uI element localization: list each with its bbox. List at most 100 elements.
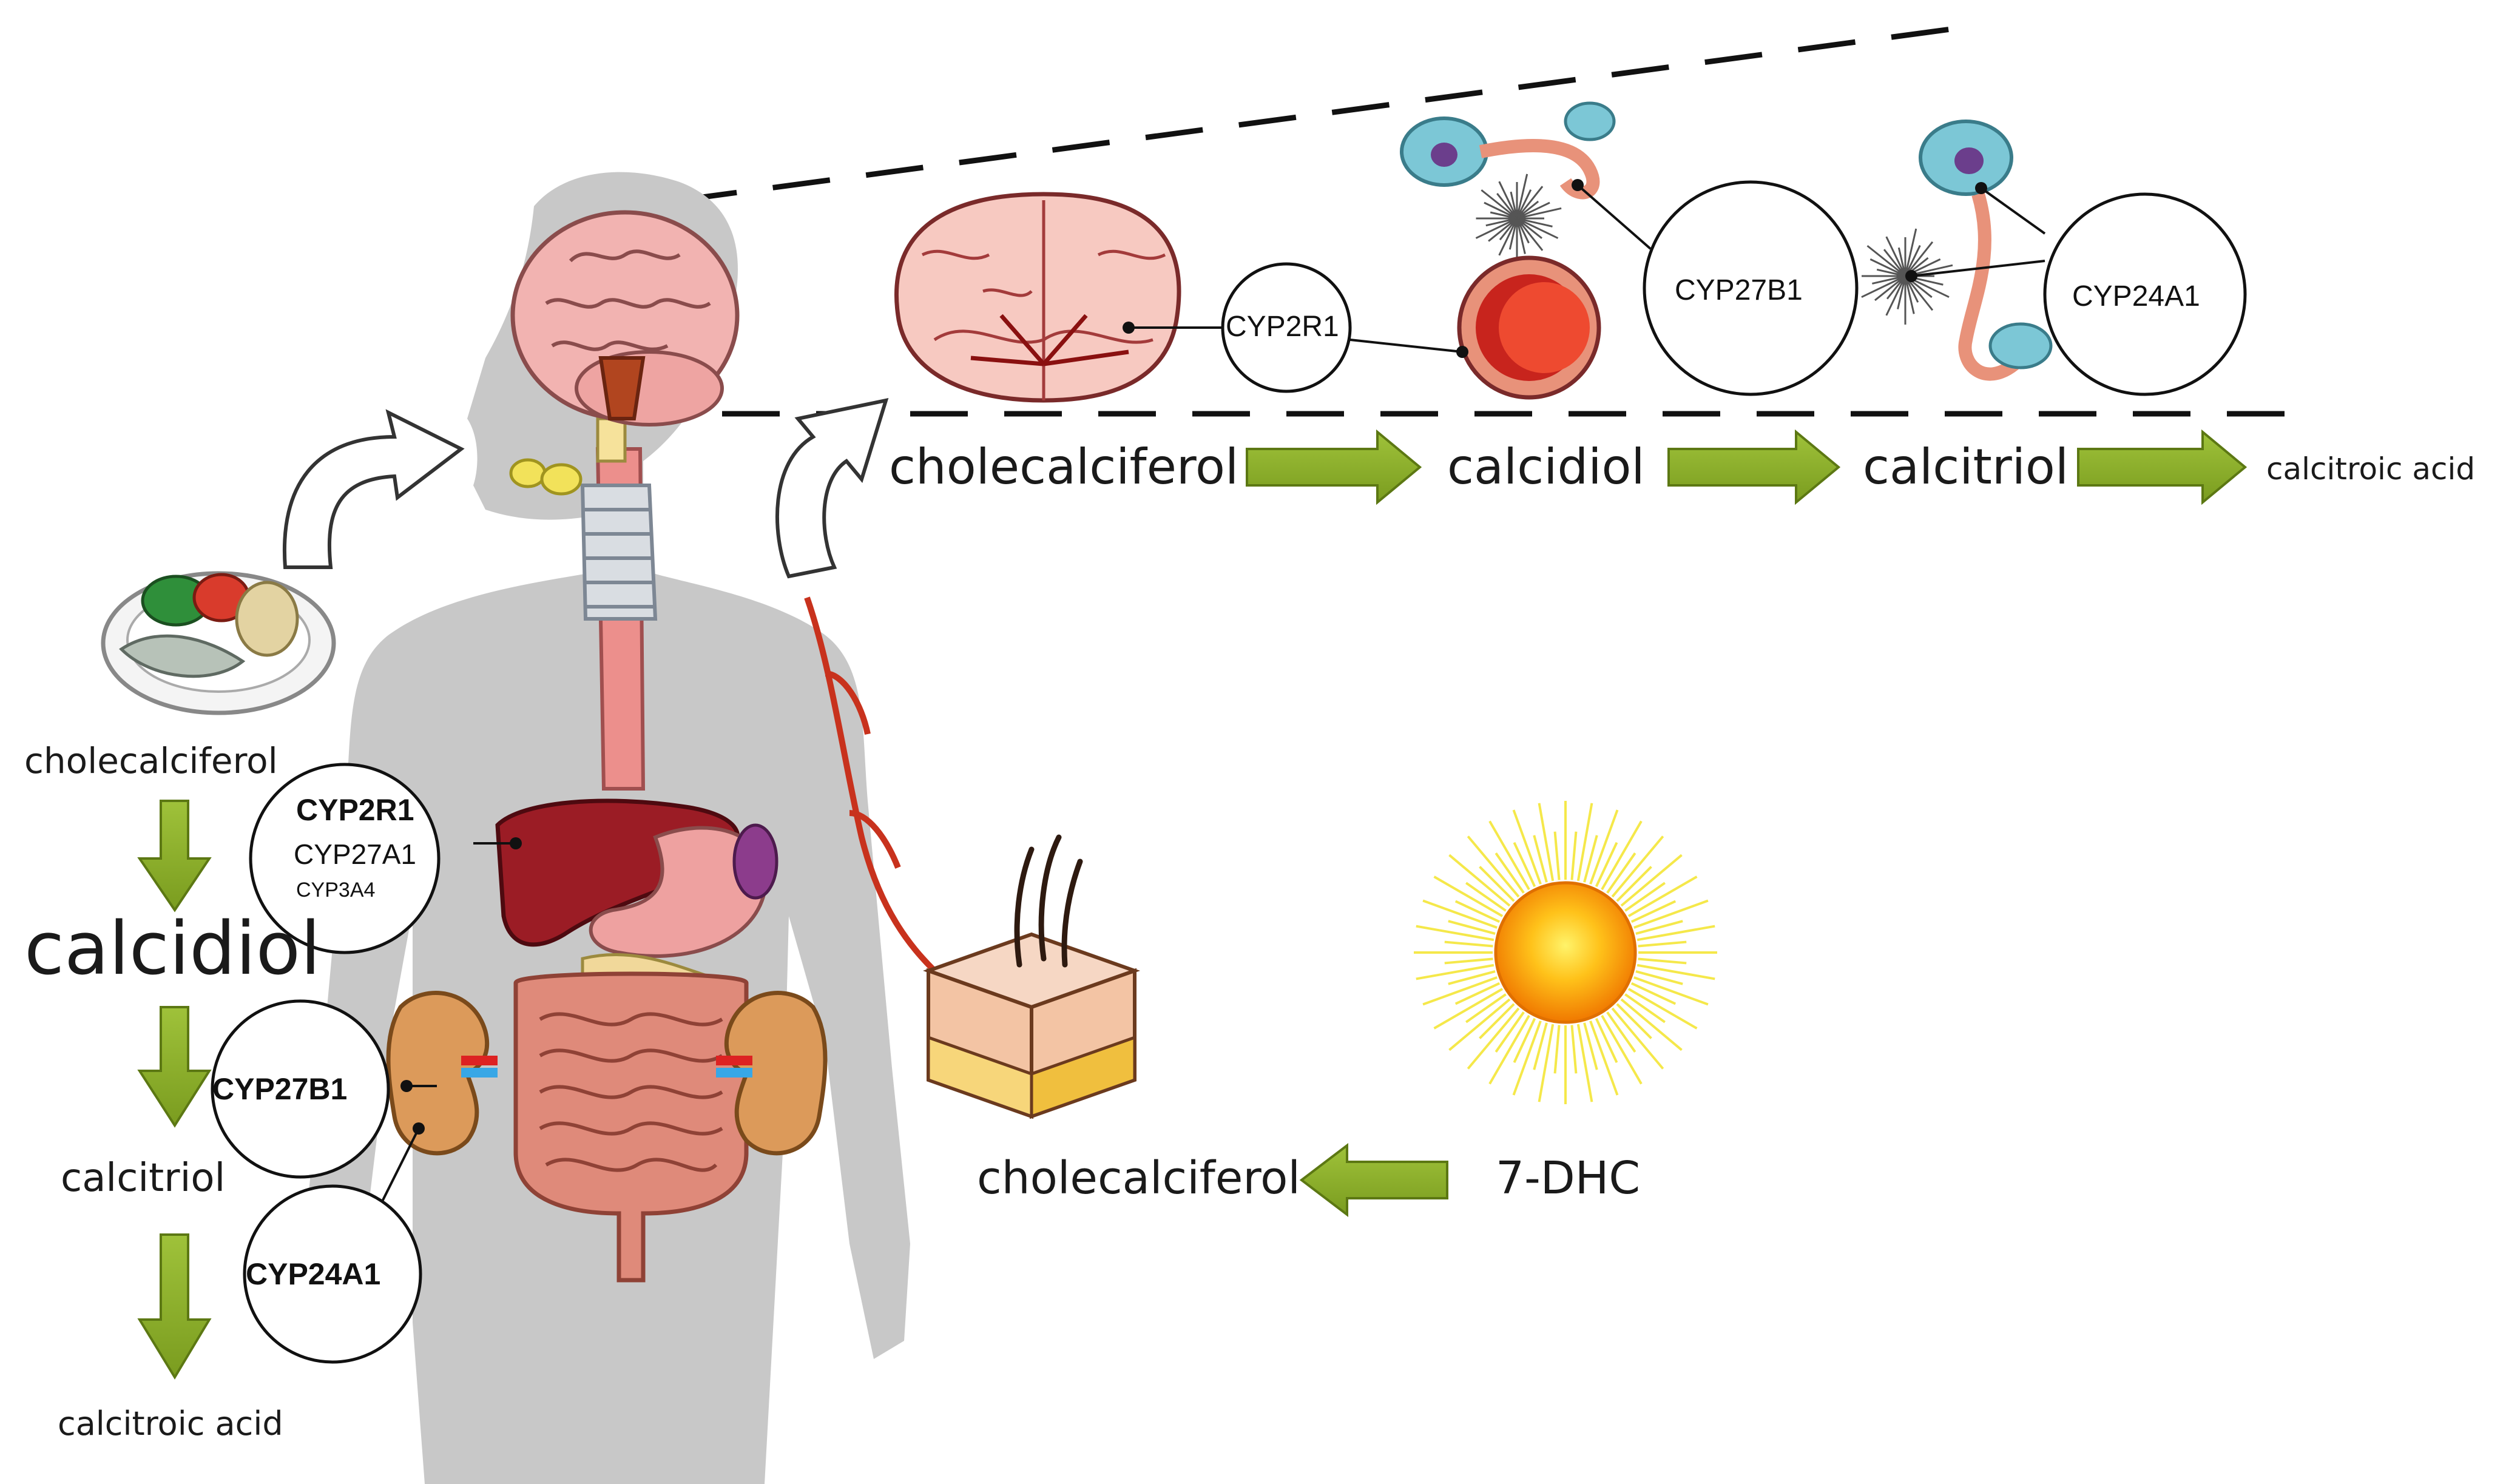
liver-enzyme-cyp27a1: CYP27A1 [294,838,417,870]
brain-section-icon [894,192,1181,403]
skin-cholecalciferol-label: cholecalciferol [977,1152,1300,1204]
astrocyte-process [1885,275,1907,316]
sun-ray [1513,1017,1536,1064]
sun-ray [1635,920,1683,935]
sun-ray [1595,1017,1618,1064]
intestine-icon [513,971,749,1283]
astrocyte-process [1886,275,1907,300]
astrocyte-process [1490,211,1518,220]
astrocyte-process [1510,191,1518,219]
liver-enzyme-cyp3a4: CYP3A4 [296,879,376,902]
sun-ray [1635,970,1683,985]
kidney-enzyme-cyp24a1: CYP24A1 [246,1257,381,1291]
esophagus-icon [580,417,658,791]
connector-lines [375,184,2046,1214]
sun-ray [1570,1025,1578,1074]
sun-ray [1616,866,1652,902]
sun-ray [1494,852,1525,894]
astrocyte-process [1481,189,1518,220]
astrocyte-process [1874,275,1906,302]
sun-ray [1533,1022,1548,1070]
diet-cholecalciferol-label: cholecalciferol [24,740,278,781]
sun-ray [1627,988,1698,1030]
sun-ray [1620,998,1683,1051]
sun-ray [1513,841,1536,888]
neuron-icon [1400,101,1616,200]
astrocyte-process [1516,186,1544,219]
sun-ray [1465,993,1507,1024]
astrocyte-process [1866,245,1906,277]
brain-calcidiol-label: calcidiol [1447,439,1645,495]
food-plate-icon [101,571,336,715]
astrocyte-process [1883,249,1907,277]
sun-ray [1606,852,1636,894]
sun-ray [1570,831,1578,880]
sun-ray [1576,803,1593,882]
sun-ray [1479,1003,1515,1039]
sun-ray [1533,835,1548,883]
sun-ray [1636,963,1715,980]
sun-ray [1512,1020,1542,1096]
brain-enzyme-cyp2r1: CYP2R1 [1226,311,1339,343]
sun-ray [1448,854,1511,907]
astrocyte-process [1508,218,1518,250]
sun-ray [1638,957,1687,965]
skin-7dhc-label: 7-DHC [1496,1152,1641,1204]
sun-ray [1589,809,1619,885]
astrocyte-process [1904,245,1921,277]
sun-icon [1414,801,1717,1104]
astrocyte-process [1496,193,1518,219]
sun-ray [1448,998,1511,1051]
astrocyte-process [1516,201,1550,220]
sun-ray [1454,900,1501,923]
astrocyte-process [1516,217,1559,239]
sun-ray [1611,835,1664,898]
diet-calcitroic-acid-label: calcitroic acid [58,1405,283,1443]
astrocyte-process [1869,258,1906,277]
astrocyte-process [1488,217,1518,242]
sun-ray [1620,854,1683,907]
sun-ray [1454,982,1501,1005]
sun-ray [1553,1025,1561,1074]
brain-calcitroic-acid-label: calcitroic acid [2266,451,2476,487]
sun-ray [1448,920,1496,935]
brain-cholecalciferol-label: cholecalciferol [889,439,1239,495]
green-arrows [137,429,2248,1380]
sun-ray [1467,835,1520,898]
sun-ray [1583,1022,1598,1070]
astrocyte-process [1876,268,1906,277]
sun-ray [1416,963,1494,980]
astrocyte-process [1885,236,1907,277]
astrocyte-process [1499,218,1518,241]
astrocyte-process [1872,275,1906,285]
astrocyte-process [1485,217,1518,227]
astrocyte-icon [1475,174,1562,264]
sun-ray [1583,835,1598,883]
sun-ray [1627,875,1698,917]
astrocyte-process [1904,228,1917,277]
astrocyte-process [1516,218,1544,251]
astrocyte-process [1516,217,1553,228]
sun-ray [1606,1011,1636,1053]
sun-ray [1636,925,1715,942]
sun-ray [1494,1011,1525,1053]
astrocyte-process [1516,217,1542,239]
sun-ray [1595,841,1618,888]
astrocyte-process [1498,218,1518,256]
sun-ray [1422,976,1498,1006]
sun-ray [1422,899,1498,929]
astrocyte-process [1516,200,1539,220]
astrocyte-process [1861,275,1906,298]
brain-icon [510,210,740,427]
diet-calcitriol-label: calcitriol [61,1156,226,1201]
astrocyte-process [1516,207,1562,220]
sun-ray [1611,1007,1664,1070]
kidney-enzyme-cyp27b1: CYP27B1 [212,1072,348,1106]
brain-enzyme-cyp24a1: CYP24A1 [2072,280,2200,312]
sun-ray [1589,1020,1619,1096]
skin-icon [922,834,1141,1119]
sun-ray [1444,957,1493,965]
salivary-glands-icon [509,458,583,496]
